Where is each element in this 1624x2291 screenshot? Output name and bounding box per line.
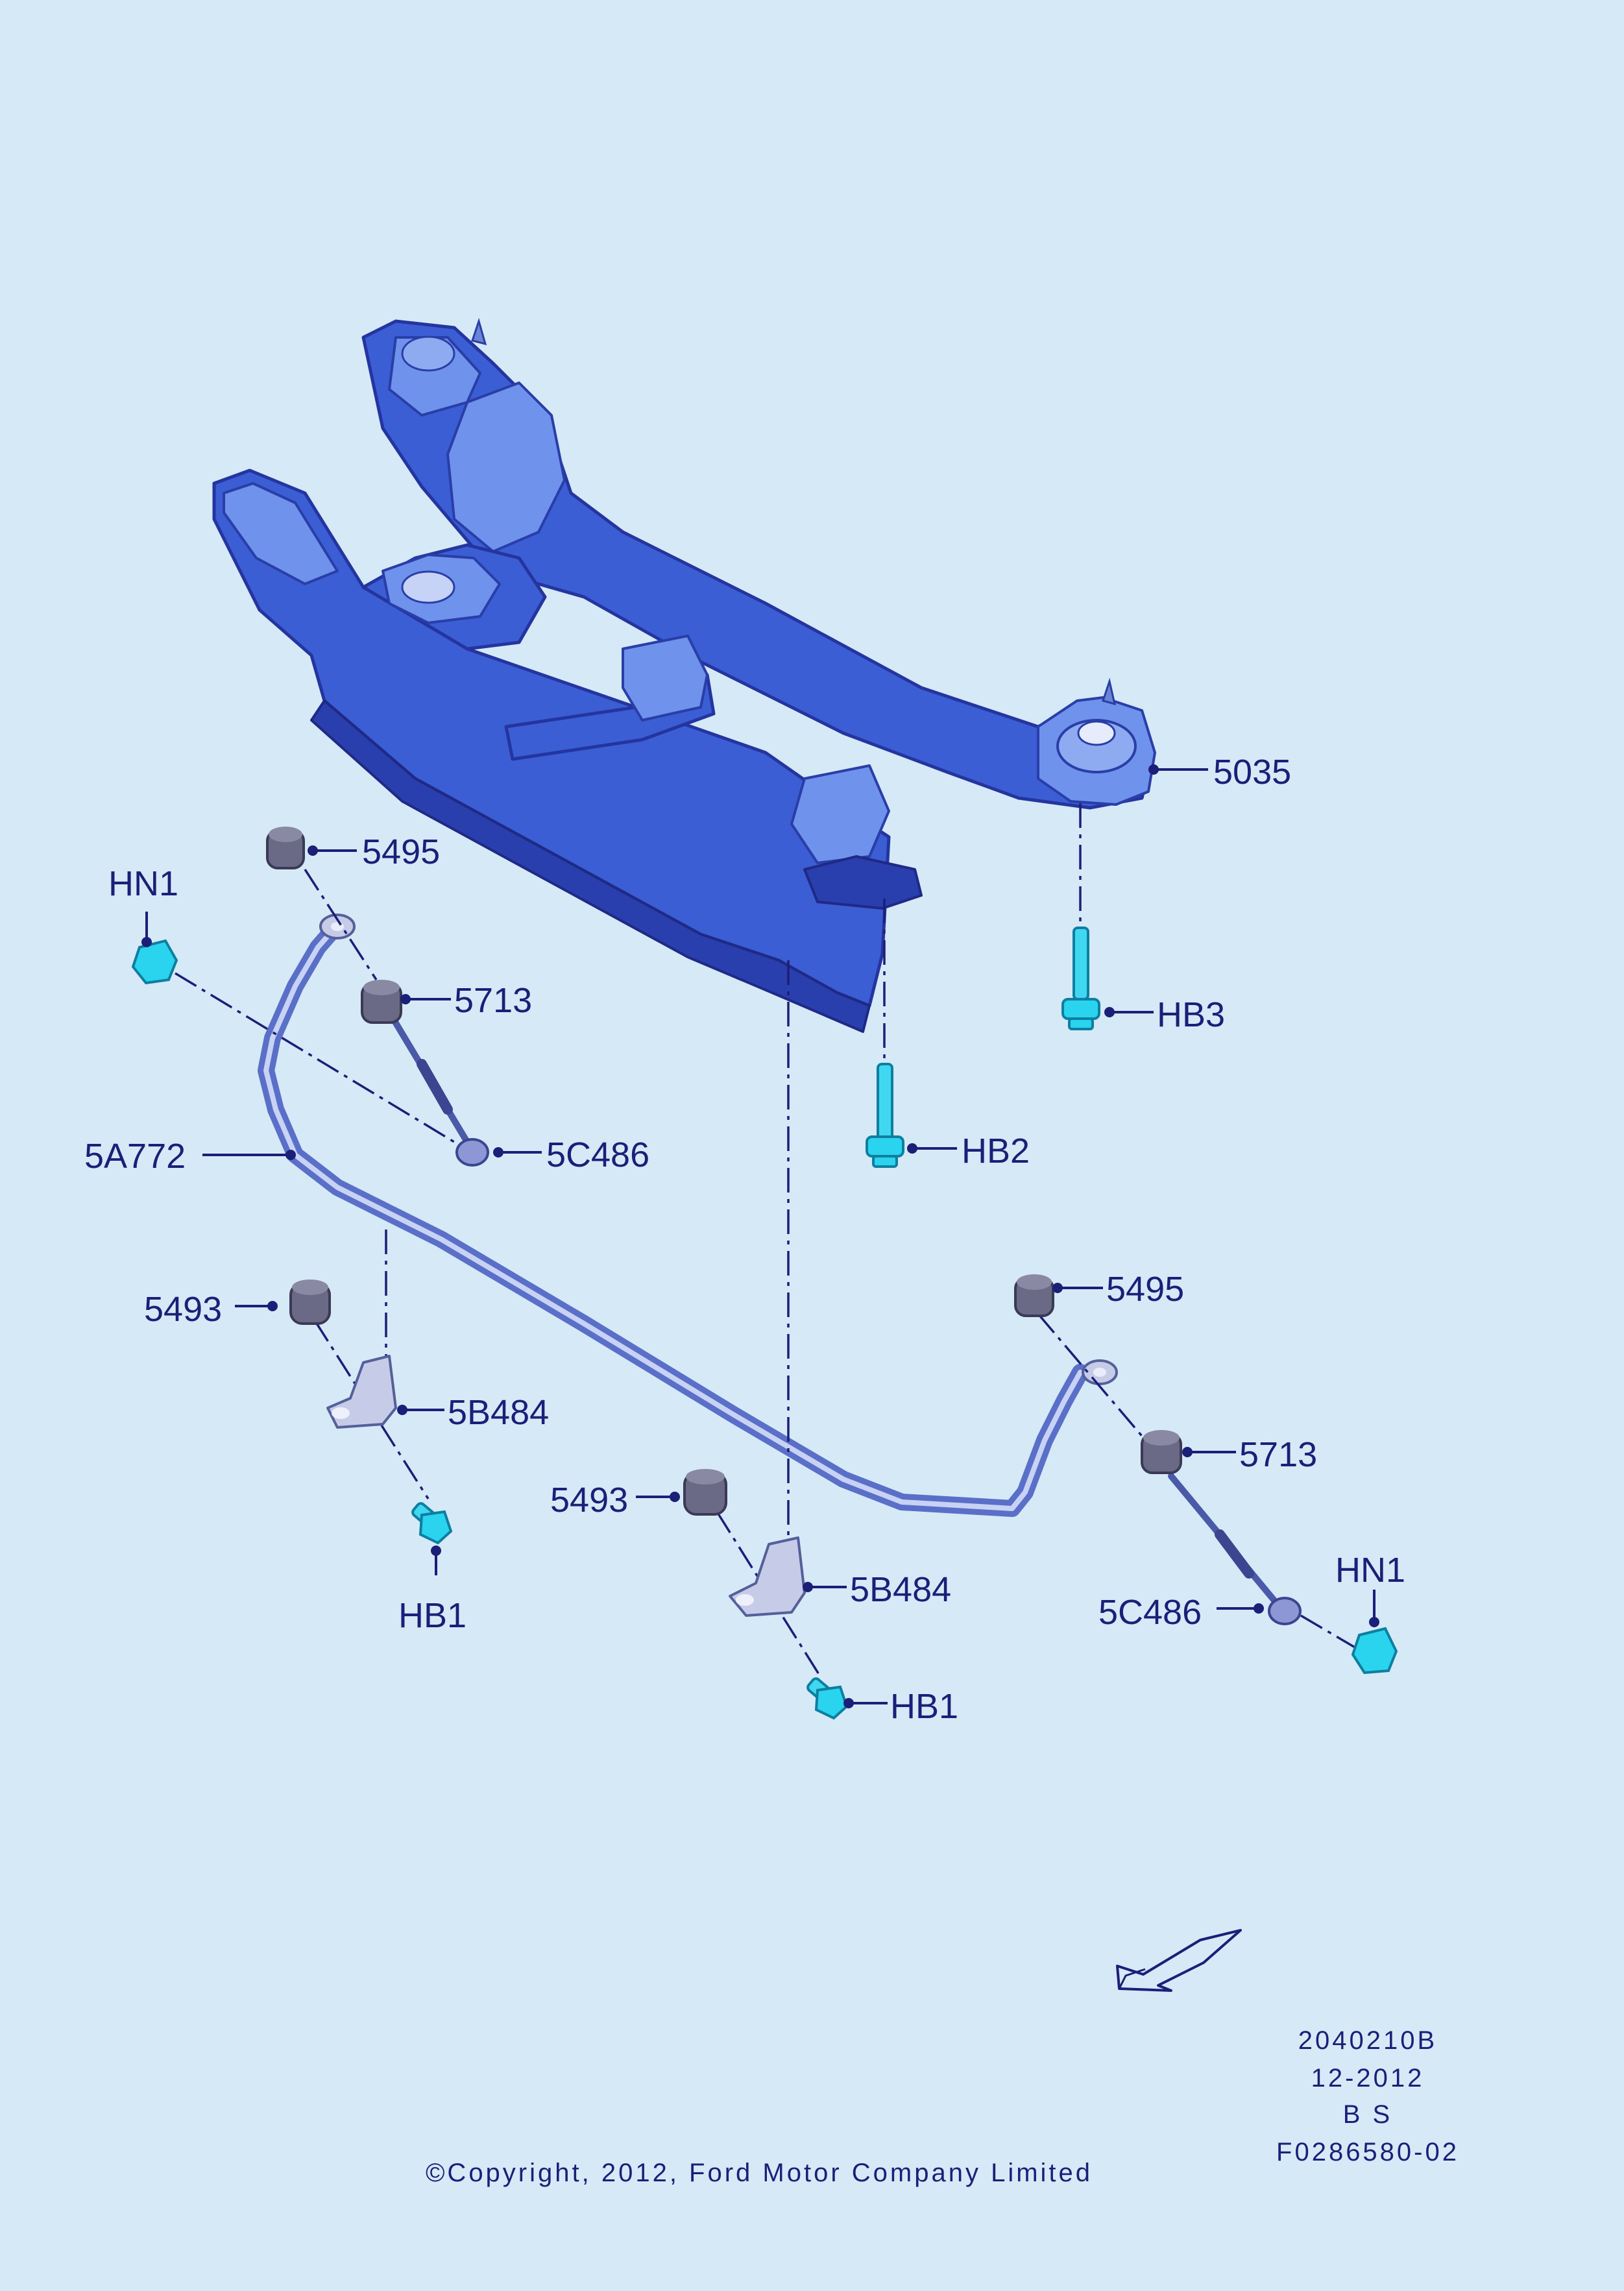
callout-labels: 5035 5495 HN1 5713 HB3 5A772 5C486 HB2 5… [84, 753, 1405, 1726]
callout-5b484-left: 5B484 [448, 1393, 549, 1432]
bushing-5493-center [683, 1469, 727, 1516]
callout-5493-center: 5493 [550, 1481, 628, 1520]
callout-hb2: HB2 [962, 1132, 1030, 1170]
drawing-date: 12-2012 [1311, 2064, 1425, 2092]
callout-hn1-left: HN1 [108, 864, 178, 903]
callout-5b484-center: 5B484 [850, 1570, 951, 1609]
callout-5493-left: 5493 [144, 1290, 222, 1329]
callout-hn1-right: HN1 [1335, 1551, 1405, 1590]
bolt-hb1-center [806, 1677, 849, 1720]
callout-hb1-center: HB1 [890, 1687, 958, 1726]
drawing-number: 2040210B [1298, 2026, 1437, 2055]
bushing-5495-right [1014, 1274, 1054, 1317]
drawing-initials: B S [1343, 2100, 1392, 2129]
stabilizer-link-right [1168, 1473, 1302, 1625]
rear-subframe [212, 317, 1156, 1033]
callout-5035: 5035 [1213, 753, 1291, 792]
callout-5713-right: 5713 [1239, 1435, 1317, 1474]
callout-5495-right: 5495 [1106, 1270, 1184, 1309]
callout-leaders [141, 764, 1379, 1708]
drawing-reference: F0286580-02 [1276, 2138, 1459, 2166]
bushing-5713-right [1141, 1430, 1182, 1474]
bushing-5713-left [361, 980, 402, 1024]
callout-5495-left: 5495 [362, 832, 440, 871]
nut-hn1-right [1351, 1627, 1398, 1675]
callout-5c486-right: 5C486 [1098, 1593, 1202, 1632]
bracket-5b484-left [326, 1355, 397, 1429]
callout-hb1-left: HB1 [398, 1596, 467, 1635]
bolt-hb1-left [411, 1502, 453, 1545]
direction-arrow-icon [1116, 1929, 1242, 1992]
bolt-hb3 [1061, 927, 1100, 1030]
stabilizer-link-left [386, 1009, 489, 1167]
bushing-5495-left [266, 827, 305, 869]
callout-5a772: 5A772 [84, 1137, 186, 1176]
copyright-notice: ©Copyright, 2012, Ford Motor Company Lim… [426, 2159, 1093, 2187]
nut-hn1-left [131, 939, 178, 985]
stabilizer-bar [258, 914, 1118, 1517]
bushing-5493-left [289, 1279, 331, 1325]
drawing-info-block: 2040210B 12-2012 B S F0286580-02 [1276, 2026, 1459, 2166]
callout-hb3: HB3 [1157, 995, 1225, 1034]
bracket-5b484-center [729, 1536, 806, 1617]
bolt-hb2 [866, 1063, 904, 1168]
callout-5713-left: 5713 [454, 981, 532, 1020]
callout-5c486-left: 5C486 [546, 1135, 649, 1174]
